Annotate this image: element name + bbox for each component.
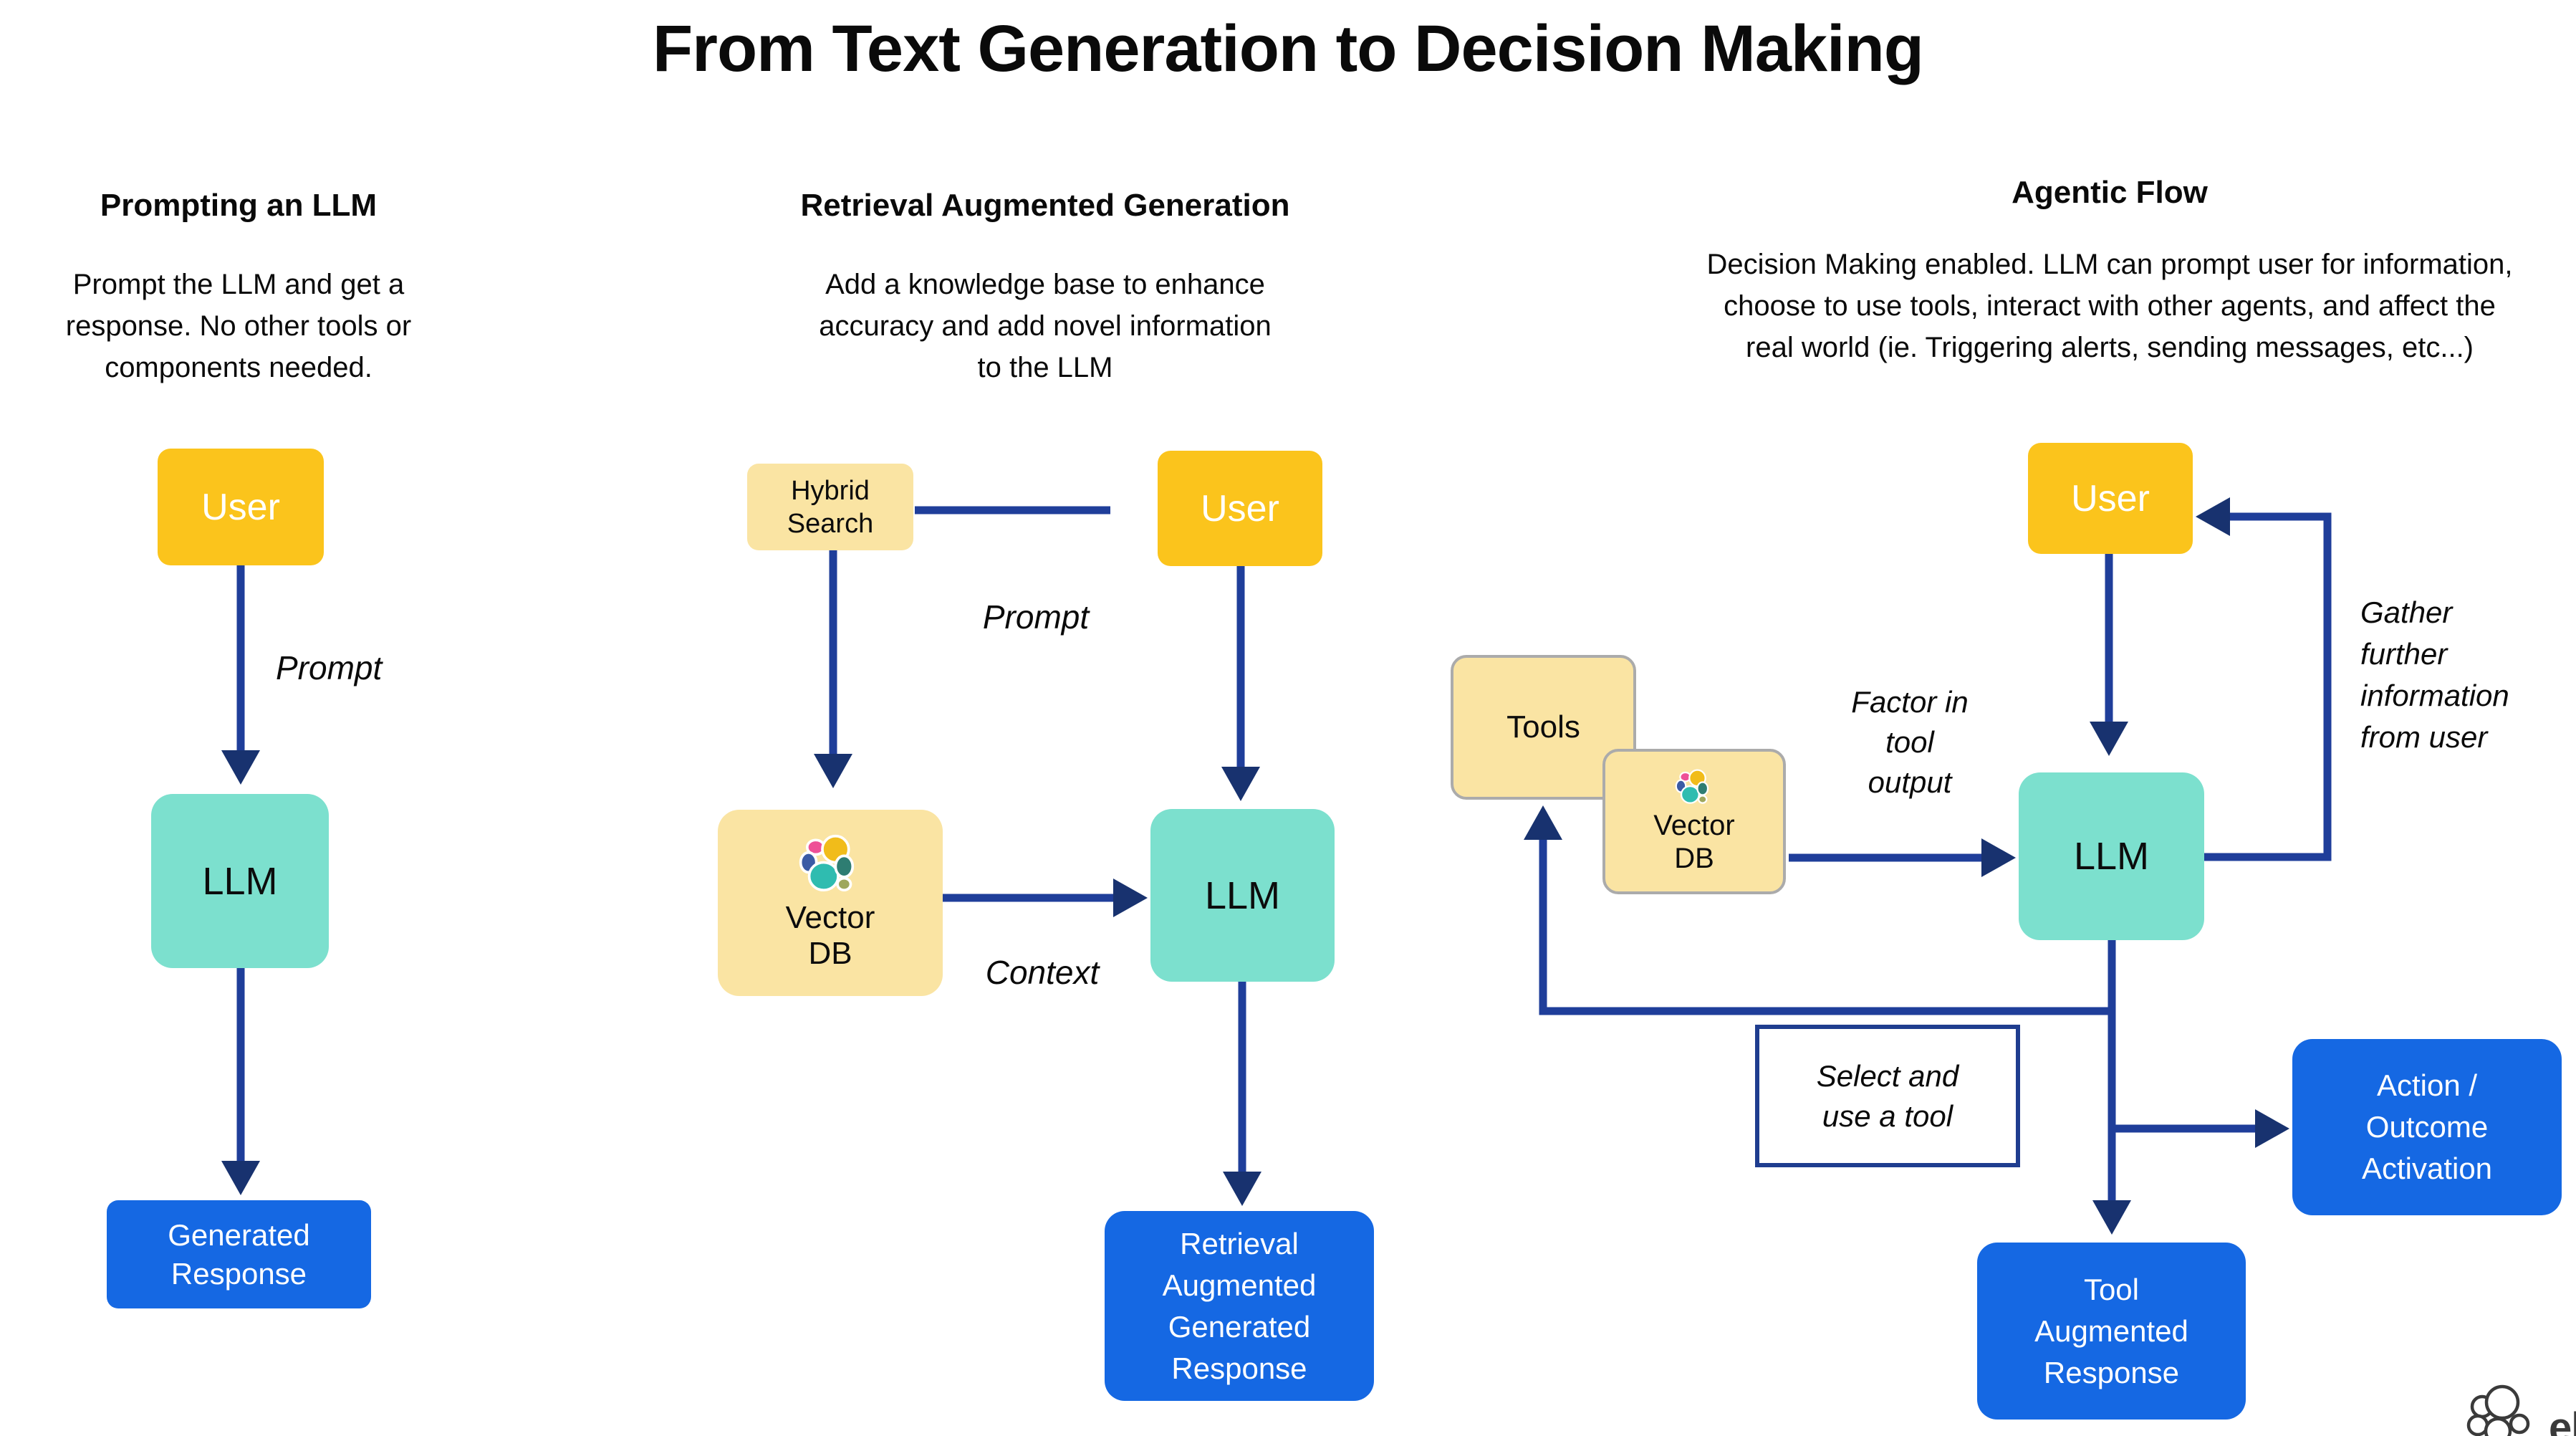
node-user-rag: User (1158, 451, 1322, 566)
arrowhead-into-user3 (2196, 497, 2230, 536)
arrowhead-into-response1 (221, 1161, 260, 1195)
node-rag-response: Retrieval Augmented Generated Response (1105, 1211, 1374, 1401)
node-tool-augmented-response: Tool Augmented Response (1977, 1243, 2246, 1420)
node-hybrid-search: Hybrid Search (747, 464, 913, 550)
arrowhead-into-tools (1524, 805, 1562, 840)
arrowhead-into-vectordb2 (814, 754, 852, 788)
node-user-agentic: User (2028, 443, 2193, 554)
node-action-outcome-activation: Action / Outcome Activation (2292, 1039, 2562, 1215)
page-title: From Text Generation to Decision Making (652, 12, 1924, 85)
description-prompting: Prompt the LLM and get a response. No ot… (65, 269, 412, 383)
description-agentic: Decision Making enabled. LLM can prompt … (1706, 249, 2513, 363)
arrowhead-into-tool-response (2092, 1200, 2131, 1235)
footer-brand-text: ela (2549, 1404, 2576, 1436)
arrowhead-into-llm3-top (2090, 722, 2128, 756)
label-factor-in-tool-output: Factor in tool output (1851, 685, 1969, 799)
arrowhead-into-response2 (1223, 1172, 1261, 1206)
node-llm-rag: LLM (1150, 809, 1335, 982)
footer-brand-logo: ela (2461, 1379, 2576, 1436)
line-llm3-gather-loop (2204, 512, 2332, 861)
node-llm-agentic: LLM (2019, 772, 2204, 940)
label-prompt-1: Prompt (276, 649, 383, 686)
node-user-prompting: User (158, 449, 324, 565)
description-rag: Add a knowledge base to enhance accuracy… (819, 269, 1272, 383)
heading-prompting-an-llm: Prompting an LLM (100, 188, 378, 223)
node-select-and-use-tool: Select and use a tool (1755, 1025, 2020, 1167)
arrowhead-into-action (2255, 1109, 2289, 1148)
heading-agentic-flow: Agentic Flow (2012, 175, 2208, 210)
vector-db-label: Vector DB (785, 900, 875, 971)
node-generated-response: Generated Response (107, 1200, 371, 1308)
arrowhead-into-llm2-left (1113, 879, 1148, 917)
node-tools: Tools (1451, 655, 1636, 800)
vector-db-label: Vector DB (1653, 809, 1735, 874)
label-prompt-2: Prompt (982, 598, 1090, 636)
elastic-logo-icon (799, 834, 855, 892)
node-llm-prompting: LLM (151, 794, 329, 968)
label-context: Context (985, 954, 1100, 991)
heading-rag: Retrieval Augmented Generation (800, 188, 1290, 223)
label-gather-info: Gather further information from user (2360, 595, 2509, 754)
arrowhead-into-llm2-top (1221, 767, 1260, 801)
elastic-logo-outline-icon (2466, 1384, 2530, 1436)
node-vector-db-rag: Vector DB (718, 810, 943, 996)
arrowhead-into-llm3-left (1981, 838, 2016, 877)
arrowhead-into-llm1 (221, 750, 260, 785)
node-vector-db-agentic: Vector DB (1602, 749, 1786, 894)
elastic-logo-icon (1675, 769, 1709, 804)
